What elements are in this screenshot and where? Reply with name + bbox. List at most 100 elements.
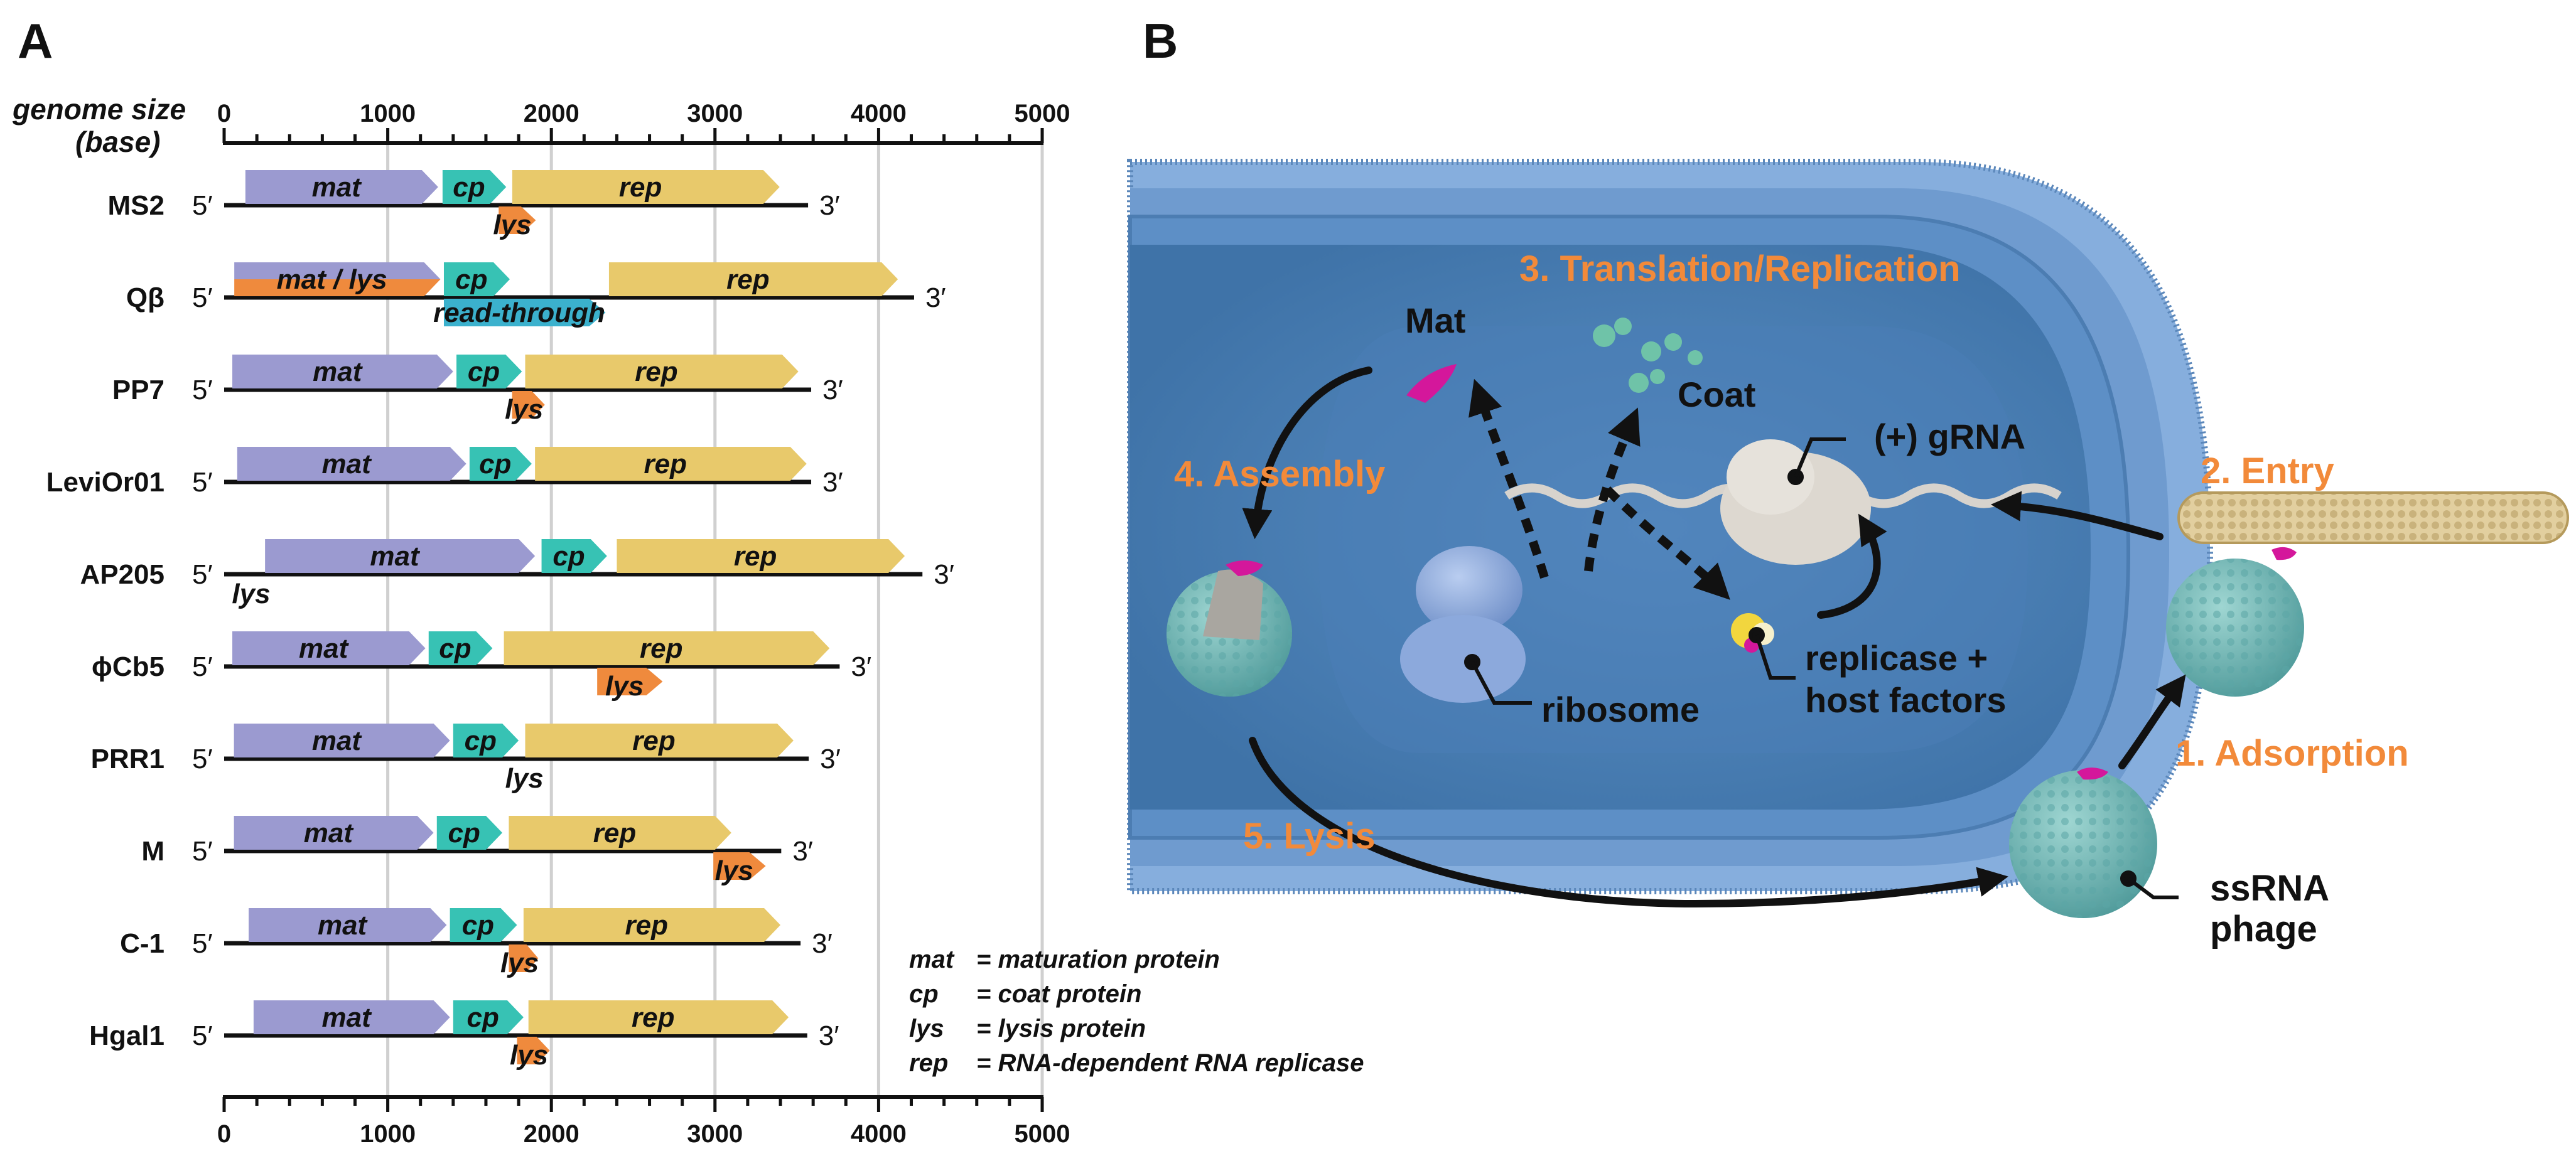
arrow-to-replicase [1604, 486, 1730, 600]
gene-mat: mat [245, 170, 438, 204]
tick-label-2000: 2000 [524, 1120, 579, 1148]
axis-title-base: (base) [75, 126, 160, 158]
gene-label: cp [448, 818, 480, 848]
legend-desc-mat: = maturation protein [976, 946, 1220, 973]
gene-label: rep [632, 725, 675, 756]
three-prime-label: 3′ [925, 282, 946, 313]
gene-arrow [517, 1037, 550, 1064]
five-prime-label: 5′ [192, 559, 213, 590]
step-lysis: 5. Lysis [1243, 816, 1376, 857]
tick-label-5000: 5000 [1015, 1120, 1070, 1148]
phage-name: LeviOr01 [46, 467, 164, 498]
phage-name: AP205 [80, 559, 164, 590]
phage-free [2009, 768, 2157, 918]
three-prime-label: 3′ [851, 651, 871, 682]
gene-label: lys [505, 394, 543, 425]
tick-label-1000: 1000 [360, 1120, 416, 1148]
gene-lys: lys [505, 763, 544, 794]
gene-arrow [456, 355, 522, 388]
three-prime-label: 3′ [812, 928, 833, 959]
three-prime-label: 3′ [822, 375, 843, 405]
three-prime-label: 3′ [819, 1020, 839, 1051]
tick-label-5000: 5000 [1015, 100, 1070, 127]
label-coat: Coat [1678, 375, 1755, 414]
panel-label-a: A [18, 13, 53, 68]
gene-mat: mat [232, 631, 426, 665]
legend-abbr-mat: mat [909, 946, 955, 973]
arrow-to-coat [1584, 407, 1641, 572]
gene-arrow [234, 816, 434, 850]
label-ssrna: ssRNA [2210, 868, 2329, 909]
gene-cp: cp [456, 355, 522, 388]
legend-desc-lys: = lysis protein [976, 1015, 1146, 1042]
gene-cp: cp [428, 631, 493, 665]
tick-label-2000: 2000 [524, 100, 579, 127]
gene-arrow [525, 724, 794, 757]
gene-label: rep [619, 172, 662, 203]
gene-rep: rep [525, 724, 794, 757]
gene-cp: cp [436, 816, 503, 850]
gene-label: cp [462, 910, 494, 941]
step-translation: 3. Translation/Replication [1519, 249, 1961, 289]
gene-arrow [512, 170, 780, 204]
gene-rep: rep [528, 1000, 789, 1034]
gene-lys: lys [232, 579, 270, 609]
gene-arrow [245, 170, 438, 204]
tick-label-4000: 4000 [851, 1120, 907, 1148]
gene-arrow [509, 816, 731, 850]
gene-label: cp [455, 264, 487, 295]
mat-protein [1406, 364, 1457, 403]
gene-lys: lys [510, 1037, 550, 1071]
bacterial-cell [1127, 159, 2214, 894]
gene-label: mat [304, 818, 355, 848]
gene-label: lys [605, 671, 644, 702]
gene-arrow [509, 944, 539, 972]
gene-label: cp [453, 172, 485, 203]
phage-name: C-1 [120, 928, 164, 959]
five-prime-label: 5′ [192, 744, 213, 774]
gene-arrow [504, 631, 830, 665]
gene-label: mat / lys [277, 264, 387, 295]
gene-label: cp [467, 1002, 499, 1033]
legend: mat = maturation protein cp = coat prote… [909, 946, 1364, 1077]
five-prime-label: 5′ [192, 190, 213, 221]
phage-name: Qβ [126, 282, 164, 313]
assembling-phage [1167, 560, 1292, 697]
gene-label: lys [232, 579, 270, 609]
gene-mat: mat [237, 447, 466, 481]
tick-label-4000: 4000 [851, 100, 907, 127]
three-prime-label: 3′ [792, 836, 813, 867]
gene-label: lys [505, 763, 544, 794]
gene-label: rep [734, 541, 777, 572]
five-prime-label: 5′ [192, 375, 213, 405]
gene-lys: lys [597, 668, 663, 702]
gene-arrow [528, 1000, 789, 1034]
five-prime-label: 5′ [192, 282, 213, 313]
legend-abbr-cp: cp [909, 980, 939, 1008]
gene-arrow [265, 539, 536, 573]
gene-arrow [436, 816, 503, 850]
gene-arrow [237, 447, 466, 481]
arrow-to-mat [1469, 378, 1549, 579]
phage-name: MS2 [108, 190, 164, 221]
gene-mat: mat [234, 724, 450, 757]
phage-name: PP7 [112, 375, 164, 405]
label-replicase-line2: host factors [1805, 680, 2007, 720]
gene-cp: cp [442, 170, 507, 204]
gene-arrow [450, 908, 517, 942]
gene-label: cp [439, 633, 471, 664]
gene-lys: lys [713, 852, 766, 886]
gene-label: cp [465, 725, 497, 756]
gene-mat: mat [232, 355, 453, 388]
gene-arrow [253, 1000, 450, 1034]
gene-label: mat [312, 725, 363, 756]
axis-title-genome-size: genome size [12, 93, 186, 126]
three-prime-label: 3′ [819, 190, 840, 221]
